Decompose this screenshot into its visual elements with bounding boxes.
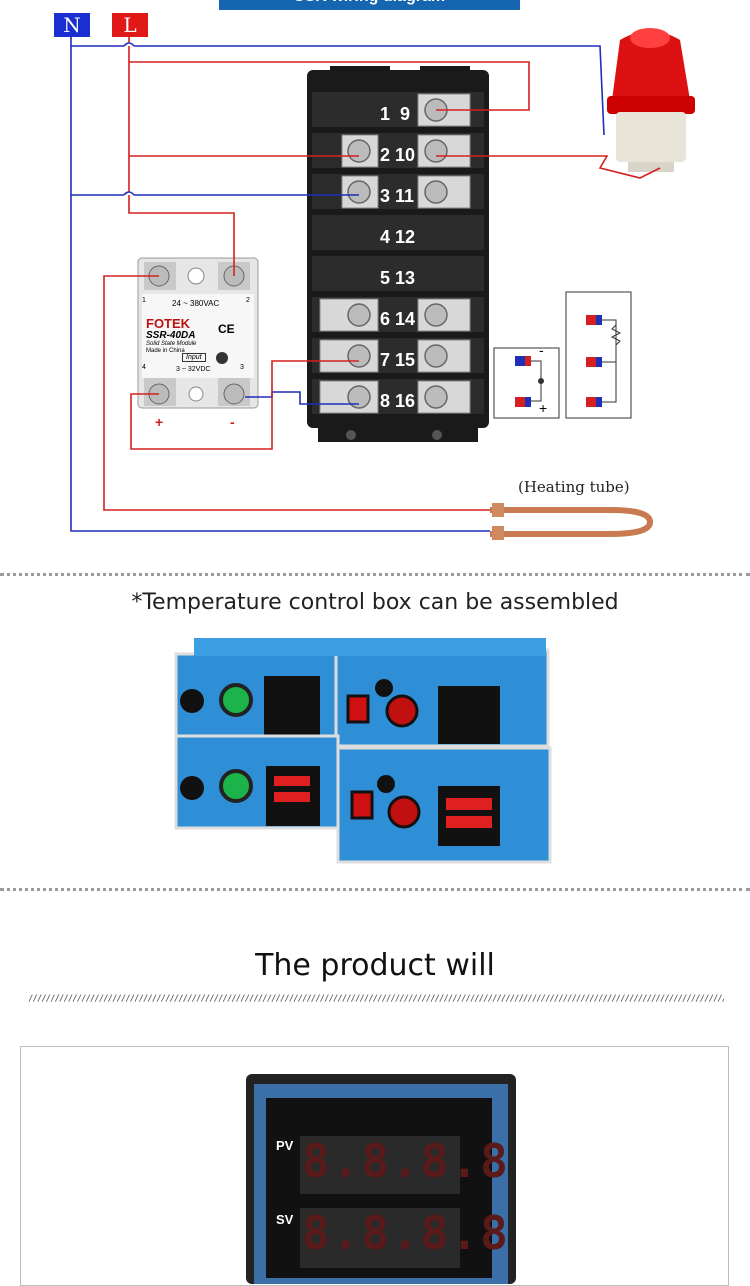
terminal-number: 2 10: [380, 145, 416, 165]
pv-digits: 8.8.8.8: [302, 1134, 510, 1188]
terminal-number: 5 13: [380, 268, 416, 288]
alarm-lamp: [607, 28, 695, 172]
ssr-pin-1: 1: [142, 297, 146, 304]
terminal-number: 7 15: [380, 350, 416, 370]
heating-tube-icon: [490, 503, 654, 540]
heating-tube-label: (Heating tube): [518, 478, 630, 496]
sv-digits: 8.8.8.8: [302, 1206, 510, 1260]
ssr-module: [137, 257, 259, 409]
rtd-symbol: [565, 291, 632, 419]
terminal-number: 6 14: [380, 309, 416, 329]
thermocouple-symbol: [493, 347, 560, 419]
ssr-ce: CE: [218, 322, 235, 336]
ssr-pin-2: 2: [246, 297, 250, 304]
control-box-top: [174, 638, 550, 748]
ssr-desc: Solid State Module: [146, 341, 197, 347]
neutral-label: N: [54, 13, 90, 37]
dotted-divider: [0, 573, 750, 576]
ssr-minus: -: [230, 414, 235, 430]
terminal-number: 8 16: [380, 391, 416, 411]
slash-divider: ////////////////////////////////////////…: [28, 994, 724, 1004]
ssr-input: Input: [182, 353, 206, 362]
ssr-made: Made in China: [146, 348, 185, 354]
terminal-number: 1 9: [380, 104, 411, 124]
sv-display: [300, 1208, 460, 1268]
ssr-brand: FOTEK: [146, 316, 191, 331]
ssr-plus: +: [155, 414, 164, 430]
sv-label: SV: [276, 1212, 294, 1227]
control-box-image: [174, 638, 552, 864]
section-title-product: The product will: [255, 948, 495, 983]
ssr-model: SSR-40DA: [146, 330, 196, 341]
dotted-divider: [0, 888, 750, 891]
tc-plus: +: [539, 400, 548, 416]
ssr-pin-4: 4: [142, 364, 146, 371]
terminal-block: [307, 66, 489, 442]
live-label: L: [112, 13, 148, 37]
diagram-title: SSR wiring diagram: [219, 0, 520, 10]
ssr-pin-3: 3: [240, 364, 244, 371]
control-box-bottom: [174, 734, 552, 864]
tc-minus: -: [539, 342, 544, 358]
terminal-number: 3 11: [380, 186, 415, 206]
ssr-input-range: 3 ~ 32VDC: [176, 366, 211, 373]
ssr-voltage: 24 ~ 380VAC: [172, 299, 220, 308]
pv-label: PV: [276, 1138, 294, 1153]
pv-display: [300, 1136, 460, 1194]
wiring-diagram: [70, 28, 695, 540]
terminal-number: 4 12: [380, 227, 416, 247]
section-title-assembly: *Temperature control box can be assemble…: [131, 590, 619, 615]
